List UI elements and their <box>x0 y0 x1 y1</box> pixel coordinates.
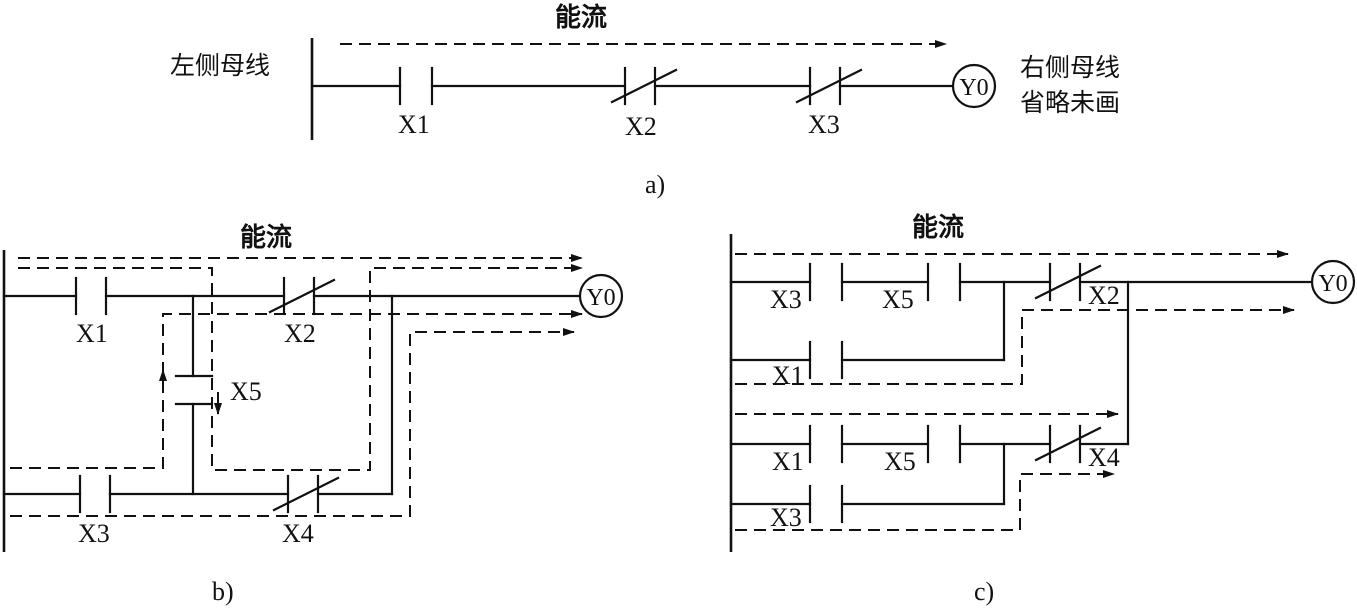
diagram-b-flow-path <box>10 310 583 469</box>
coil-y0-label: Y0 <box>1318 271 1347 297</box>
diagram-c-power-flow-label: 能流 <box>912 212 964 243</box>
contact-label: X1 <box>76 319 108 348</box>
contact-x5-normally-open <box>926 424 962 464</box>
coil-y0-label: Y0 <box>586 285 615 311</box>
contact-label: X3 <box>770 503 802 532</box>
coil-y0 <box>951 63 997 109</box>
contact-x1-normally-open <box>398 66 434 106</box>
diagram-c: 能流 Y0 <box>729 212 1356 606</box>
contact-label: X1 <box>772 447 804 476</box>
diagram-a-power-flow-label: 能流 <box>555 2 607 33</box>
contact-x1-normally-open <box>808 340 844 380</box>
contact-label: X5 <box>230 377 262 406</box>
contact-label: X4 <box>1088 443 1120 472</box>
diagram-c-flow-path <box>735 306 1295 385</box>
caption-b: b) <box>212 577 234 606</box>
diagram-b-flow-path <box>10 328 575 517</box>
contact-x3-normally-open <box>78 474 112 514</box>
contact-x1-normally-open <box>808 424 844 464</box>
diagram-b-flow-path <box>18 264 583 471</box>
contact-x5-normally-open-vertical <box>174 374 214 406</box>
right-bus-note-line2: 省略未画 <box>1020 88 1120 117</box>
contact-label: X5 <box>882 285 914 314</box>
contact-label: X3 <box>770 285 802 314</box>
contact-label: X2 <box>1088 281 1120 310</box>
contact-label: X3 <box>808 110 840 139</box>
contact-label: X1 <box>398 110 430 139</box>
diagram-b: 能流 Y0 <box>2 222 624 606</box>
contact-x3-normally-open <box>808 262 844 302</box>
contact-label: X2 <box>625 112 657 141</box>
right-bus-note-line1: 右侧母线 <box>1020 53 1120 82</box>
left-bus-label: 左侧母线 <box>170 51 270 80</box>
contact-x1-normally-open <box>74 276 108 316</box>
contact-label: X2 <box>284 319 316 348</box>
caption-a: a) <box>645 170 665 199</box>
diagram-a: 能流 左侧母线 Y0 X1 X2 X3 右侧母线 <box>170 2 1120 199</box>
diagram-c-flow-path <box>735 470 1115 531</box>
contact-label: X3 <box>78 519 110 548</box>
contact-label: X4 <box>282 519 314 548</box>
caption-c: c) <box>974 577 994 606</box>
contact-label: X5 <box>884 447 916 476</box>
coil-y0 <box>578 273 624 319</box>
contact-x5-normally-open <box>926 262 962 302</box>
coil-y0-label: Y0 <box>959 75 988 101</box>
coil-y0 <box>1310 259 1356 305</box>
contact-label: X1 <box>772 361 804 390</box>
contact-x3-normally-open <box>808 484 844 524</box>
diagram-b-power-flow-label: 能流 <box>240 222 292 253</box>
